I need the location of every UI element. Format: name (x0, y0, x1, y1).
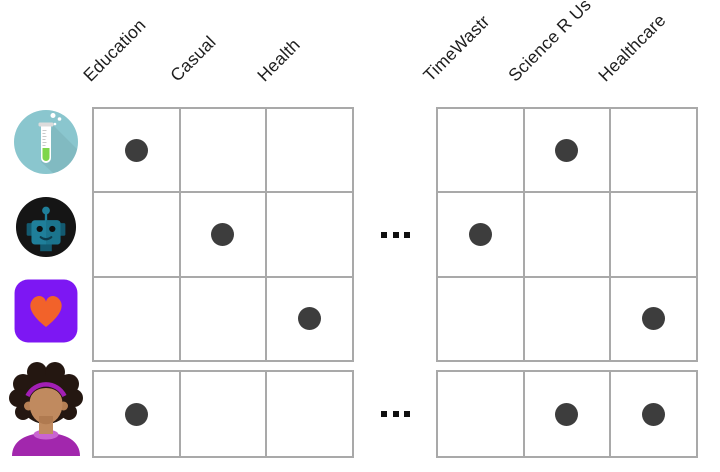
matrix-cell (266, 276, 353, 361)
matrix-cell (523, 371, 611, 457)
matrix-grid-right-bottom (436, 370, 698, 458)
ellipsis-icon (381, 231, 410, 238)
matrix-cell (437, 371, 524, 457)
preference-dot (124, 138, 148, 162)
matrix-cell (93, 108, 180, 193)
matrix-cell (266, 108, 353, 193)
column-label-science-r-us: Science R Us (504, 0, 595, 86)
preference-dot (555, 138, 579, 162)
matrix-cell (523, 108, 611, 193)
matrix-cell (610, 108, 697, 193)
test-tube-icon (14, 110, 78, 174)
matrix-cell (523, 276, 611, 361)
matrix-cell (523, 192, 611, 277)
matrix-cell (437, 192, 524, 277)
preference-dot (211, 222, 235, 246)
heart-app-icon (13, 278, 79, 344)
preference-dot (642, 402, 666, 426)
matrix-cell (266, 192, 353, 277)
ellipsis-icon (381, 410, 410, 417)
column-label-casual: Casual (166, 31, 220, 86)
matrix-cell (266, 371, 353, 457)
matrix-cell (179, 108, 267, 193)
matrix-cell (179, 276, 267, 361)
matrix-cell (179, 192, 267, 277)
matrix-cell (437, 108, 524, 193)
preference-dot (468, 222, 492, 246)
matrix-grid-right-top (436, 107, 698, 362)
woman-user-icon (7, 358, 85, 456)
column-label-education: Education (79, 14, 150, 86)
column-label-healthcare: Healthcare (594, 9, 670, 86)
matrix-cell (93, 276, 180, 361)
matrix-cell (93, 192, 180, 277)
preference-dot (642, 307, 666, 331)
matrix-grid-left-bottom (92, 370, 354, 458)
robot-icon (15, 196, 77, 258)
matrix-cell (179, 371, 267, 457)
column-label-health: Health (253, 34, 304, 86)
matrix-cell (93, 371, 180, 457)
preference-dot (298, 307, 322, 331)
matrix-cell (610, 192, 697, 277)
preference-dot (555, 402, 579, 426)
preference-dot (124, 402, 148, 426)
matrix-grid-left-top (92, 107, 354, 362)
column-label-timewastr: TimeWastr (419, 10, 494, 86)
matrix-cell (610, 276, 697, 361)
matrix-cell (610, 371, 697, 457)
matrix-cell (437, 276, 524, 361)
